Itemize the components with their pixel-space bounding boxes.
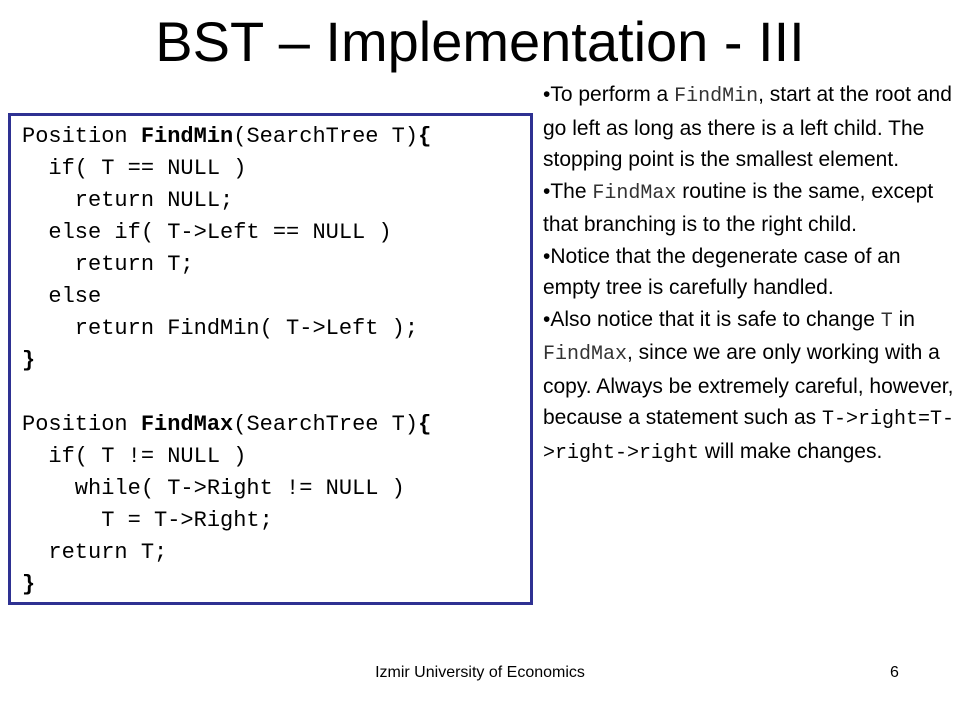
code-line-1: Position FindMin(SearchTree T){ [22, 121, 431, 153]
code-brace: { [418, 412, 432, 437]
code-text: (SearchTree T) [233, 412, 419, 437]
code-line-4: else if( T->Left == NULL ) [22, 220, 392, 245]
bullet-text: routine is the same, except that branchi… [543, 179, 934, 237]
bullet-text: , start at the root and go left as long … [543, 83, 952, 171]
code-line-13: T = T->Right; [22, 508, 273, 533]
code-line-14: return T; [22, 540, 168, 565]
code-line-15: } [22, 572, 36, 597]
inline-code: FindMax [543, 343, 628, 366]
bullet-text: will make changes. [699, 439, 883, 463]
inline-code: FindMax [592, 181, 677, 205]
bullet-text: in [892, 307, 915, 331]
page-number: 6 [890, 664, 899, 681]
code-line-3: return NULL; [22, 188, 234, 213]
code-line-7: return FindMin( T->Left ); [22, 316, 419, 341]
code-line-6: else [22, 284, 102, 309]
code-line-12: while( T->Right != NULL ) [22, 476, 405, 501]
bullet-text: •The [543, 179, 593, 203]
code-line-11: if( T != NULL ) [22, 444, 247, 469]
function-name-findmin: FindMin [140, 124, 234, 149]
code-line-10: Position FindMax(SearchTree T){ [22, 409, 431, 441]
inline-code: T [880, 309, 893, 333]
code-line-9 [22, 377, 431, 409]
slide-title: BST – Implementation - III [155, 10, 805, 73]
bullet-list: •To perform a FindMin, start at the root… [543, 79, 955, 469]
bullet-text: , since we are only working with a copy.… [543, 341, 954, 429]
inline-code: T->right=T->right->right [543, 408, 955, 465]
code-box: Position FindMin(SearchTree T){ if( T ==… [8, 113, 533, 605]
code-line-2: if( T == NULL ) [22, 156, 247, 181]
inline-code: FindMin [674, 85, 759, 108]
code-line-5: return T; [22, 252, 194, 277]
bullet-safe-change: •Also notice that it is safe to change T… [543, 304, 955, 470]
code-text: Position [22, 412, 141, 437]
code-line-8: } [22, 348, 36, 373]
code-text: (SearchTree T) [233, 124, 419, 149]
slide-footer: Izmir University of Economics [375, 664, 585, 681]
bullet-findmin: •To perform a FindMin, start at the root… [543, 79, 955, 176]
code-brace: { [418, 124, 432, 149]
bullet-text: •Also notice that it is safe to change [543, 307, 881, 331]
bullet-degenerate-case: •Notice that the degenerate case of an e… [543, 241, 955, 304]
code-text: Position [22, 124, 141, 149]
bullet-text: •To perform a [543, 83, 675, 106]
code-listing: Position FindMin(SearchTree T){ if( T ==… [22, 121, 431, 601]
bullet-findmax: •The FindMax routine is the same, except… [543, 176, 955, 241]
function-name-findmax: FindMax [140, 412, 234, 437]
bullet-text: •Notice that the degenerate case of an e… [543, 244, 901, 300]
